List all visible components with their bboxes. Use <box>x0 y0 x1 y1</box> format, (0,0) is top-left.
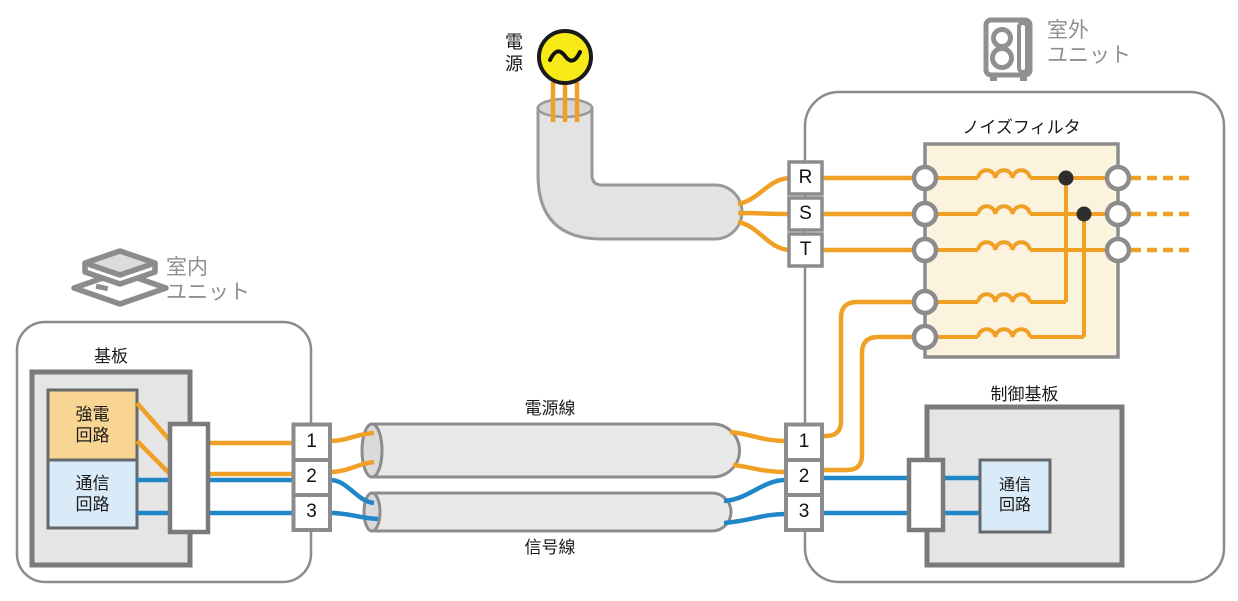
filter-terminal <box>911 236 939 264</box>
inductor <box>976 204 1032 215</box>
outdoor-unit-label: 室外 ユニット <box>1047 19 1131 67</box>
indoor-cable-wires <box>329 430 379 522</box>
terminal-box-r <box>787 160 824 196</box>
outdoor-comm-circuit-label: 通信 回路 <box>998 477 1031 514</box>
indoor-terminal-label-2: 2 <box>306 466 317 487</box>
signal-line-label: 信号線 <box>524 538 576 557</box>
power-source-wires <box>550 82 580 122</box>
power-circuit-label: 強電 回路 <box>75 404 110 445</box>
ac-waveform-icon <box>548 49 582 63</box>
filter-terminal <box>911 200 939 228</box>
outdoor-terminal-label-3: 3 <box>798 501 810 522</box>
indoor-unit-icon <box>71 248 169 307</box>
terminal-label-s: S <box>799 203 812 224</box>
indoor-comm-circuit-label: 通信 回路 <box>75 473 110 514</box>
outdoor-connector <box>906 457 946 533</box>
filter-to-terminal-wires <box>822 299 918 473</box>
power-source-label: 電 源 <box>505 32 523 74</box>
filter-terminal <box>1104 200 1132 228</box>
inductor <box>976 292 1032 303</box>
power-line-label: 電源線 <box>524 399 576 418</box>
filter-terminal <box>1104 164 1132 192</box>
filter-output-dashed-wires <box>1131 175 1192 253</box>
outdoor-comm-circuit-box <box>978 458 1052 534</box>
indoor-comm-circuit-box <box>46 458 139 530</box>
indoor-unit-label: 室内 ユニット <box>166 256 250 304</box>
junction-dot <box>1076 206 1092 222</box>
junction-dot <box>1058 170 1074 186</box>
inductor <box>976 168 1032 179</box>
inductor <box>976 327 1032 338</box>
control-board-wires <box>822 475 982 516</box>
terminal-box-s <box>787 196 824 232</box>
terminal-label-t: T <box>799 239 812 260</box>
indoor-terminal-label-3: 3 <box>306 501 317 522</box>
filter-terminal <box>911 323 939 351</box>
filter-terminal <box>1104 236 1132 264</box>
power-conduit <box>536 106 744 241</box>
inductor <box>976 240 1032 251</box>
outdoor-terminal-label-2: 2 <box>798 466 810 487</box>
power-circuit-box <box>46 388 139 462</box>
filter-terminal <box>911 164 939 192</box>
control-board-label: 制御基板 <box>990 385 1059 404</box>
outdoor-cable-wires <box>723 429 787 526</box>
indoor-terminal-label-1: 1 <box>306 431 317 452</box>
rst-to-filter-wires <box>822 175 918 253</box>
outdoor-unit-outline <box>803 90 1226 584</box>
indoor-terminal-box-3 <box>291 493 332 532</box>
indoor-board-wires <box>135 401 296 516</box>
indoor-connector <box>167 421 211 535</box>
signal-cable <box>370 491 733 533</box>
noise-filter-internals <box>925 168 1118 339</box>
filter-terminals <box>911 164 1132 351</box>
power-cable <box>370 422 741 479</box>
terminal-label-r: R <box>798 167 813 188</box>
noise-filter-label: ノイズフィルタ <box>962 118 1081 137</box>
conduit-to-rst-wires <box>737 175 792 253</box>
board-label: 基板 <box>94 347 128 366</box>
terminal-box-t <box>787 232 824 268</box>
filter-terminal <box>911 288 939 316</box>
outdoor-unit-icon <box>983 17 1033 81</box>
outdoor-terminal-label-1: 1 <box>798 431 810 452</box>
terminal-blocks <box>291 160 824 532</box>
outdoor-terminal-box-3 <box>784 493 824 532</box>
